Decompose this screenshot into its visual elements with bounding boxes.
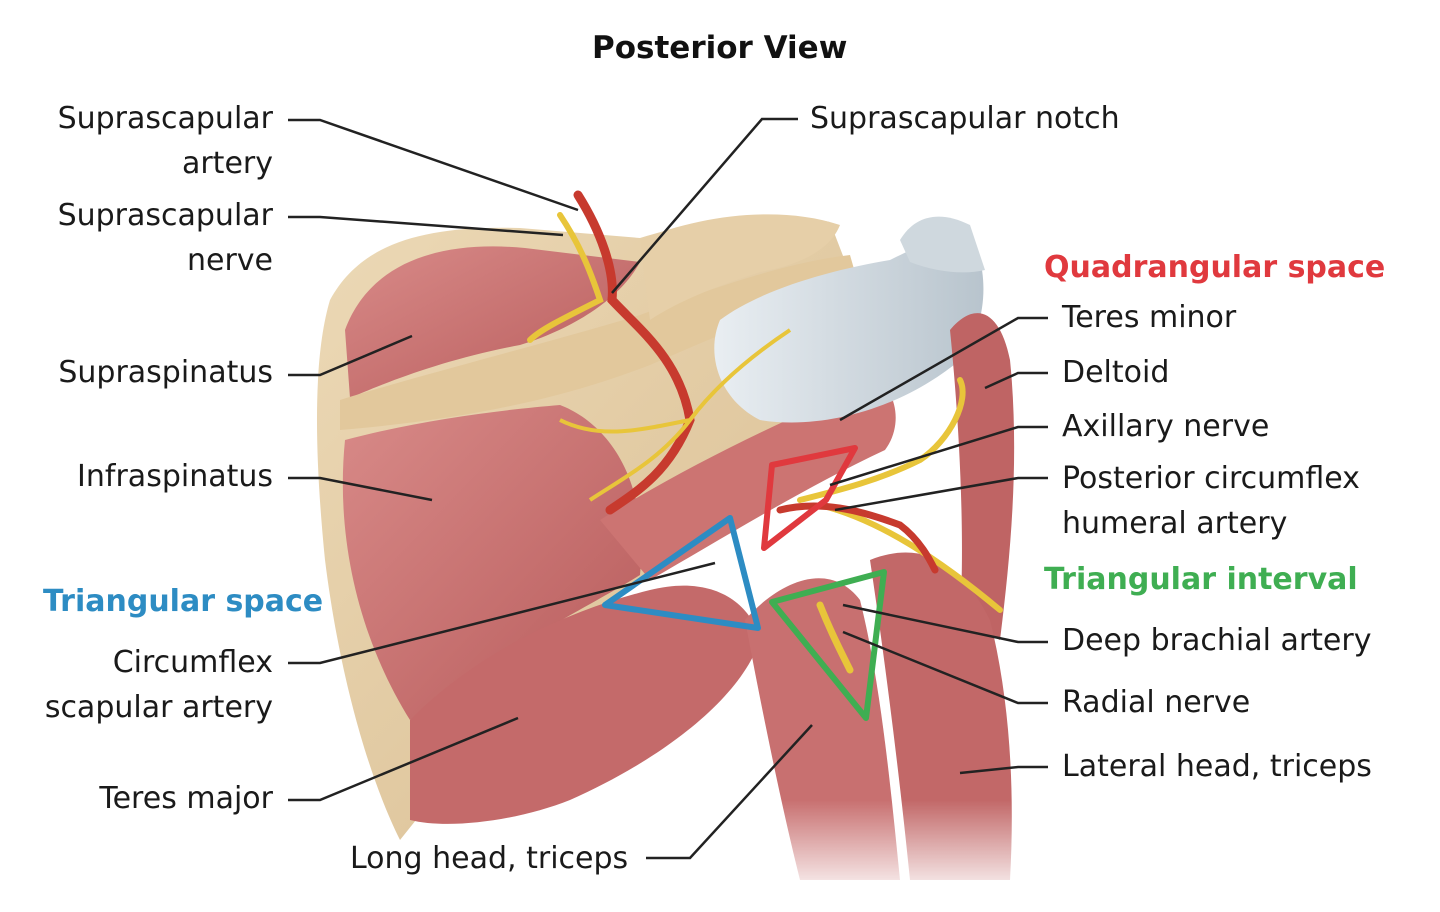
leader-teres-minor: [839, 316, 1048, 422]
label-axillary-nerve: Axillary nerve: [1062, 409, 1270, 444]
label-line: humeral artery: [1062, 506, 1288, 541]
radial-nerve-fiber: [816, 601, 854, 674]
leader-teres-major: [288, 716, 519, 802]
label-supraspinatus: Supraspinatus: [58, 355, 273, 390]
label-suprascapular-nerve: Suprascapular nerve: [58, 193, 273, 283]
posterior-circumflex-artery-vessel: [776, 502, 939, 574]
deltoid-muscle: [950, 313, 1015, 640]
triangular-space-outline: [602, 515, 761, 631]
leader-supraspinatus: [288, 334, 413, 377]
label-line: Suprascapular: [57, 101, 273, 136]
label-teres-minor: Teres minor: [1062, 300, 1237, 335]
infraspinatus-muscle: [342, 405, 642, 720]
suprascapular-artery-vessel: [573, 190, 695, 515]
leader-lines: [288, 117, 1048, 860]
label-line: artery: [181, 146, 273, 181]
label-triangular-interval: Triangular interval: [1044, 562, 1358, 597]
label-deltoid: Deltoid: [1062, 355, 1170, 390]
label-line: scapular artery: [44, 690, 273, 725]
supraspinatus-muscle: [345, 246, 640, 398]
label-lateral-head-triceps: Lateral head, triceps: [1062, 749, 1372, 784]
leader-infraspinatus: [288, 476, 433, 502]
leader-axillary-nerve: [829, 425, 1048, 487]
leader-circumflex-scapular: [288, 561, 716, 665]
quadrangular-space-outline: [761, 445, 858, 551]
label-suprascapular-artery: Suprascapular artery: [58, 96, 273, 186]
label-line: Circumflex: [112, 645, 273, 680]
label-circumflex-scapular-artery: Circumflex scapular artery: [45, 640, 273, 730]
figure-title: Posterior View: [592, 30, 848, 66]
leader-posterior-circumflex: [834, 476, 1048, 512]
nerve-branches: [559, 328, 792, 502]
leader-suprascapular-notch: [611, 117, 798, 294]
label-long-head-triceps: Long head, triceps: [350, 841, 629, 876]
label-posterior-circumflex-humeral-artery: Posterior circumflex humeral artery: [1062, 456, 1360, 546]
label-line: nerve: [186, 243, 273, 278]
tendon-stump: [900, 216, 985, 273]
label-teres-major: Teres major: [99, 781, 273, 816]
leader-deep-brachial: [842, 603, 1048, 644]
leader-suprascapular-artery: [288, 118, 579, 212]
label-deep-brachial-artery: Deep brachial artery: [1062, 623, 1372, 658]
label-infraspinatus: Infraspinatus: [77, 459, 273, 494]
teres-major-muscle: [410, 585, 760, 824]
leader-deltoid: [984, 371, 1048, 390]
leader-long-head: [646, 724, 813, 860]
leader-radial-nerve: [842, 630, 1048, 705]
suprascapular-nerve-fiber: [527, 212, 604, 343]
label-quadrangular-space: Quadrangular space: [1044, 250, 1386, 285]
teres-minor-muscle: [600, 380, 896, 580]
label-suprascapular-notch: Suprascapular notch: [810, 101, 1120, 136]
label-triangular-space: Triangular space: [43, 584, 324, 619]
label-line: Posterior circumflex: [1062, 461, 1360, 496]
label-line: Suprascapular: [57, 198, 273, 233]
leader-lateral-head: [959, 765, 1048, 775]
label-radial-nerve: Radial nerve: [1062, 685, 1251, 720]
acromion-bone: [640, 214, 840, 320]
leader-suprascapular-nerve: [288, 215, 564, 237]
scapular-spine: [340, 255, 860, 430]
